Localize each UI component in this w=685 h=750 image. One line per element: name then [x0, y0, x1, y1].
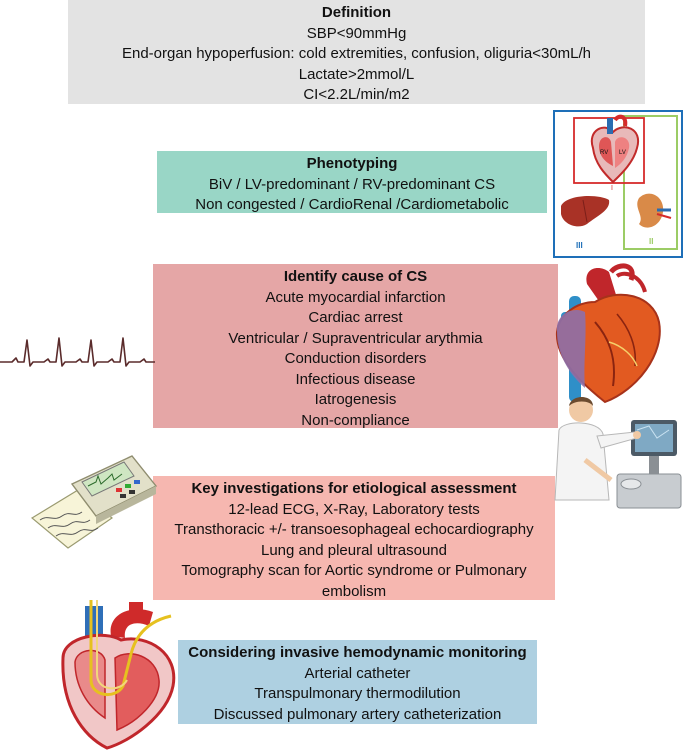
- monitoring-box: Considering invasive hemodynamic monitor…: [178, 640, 537, 724]
- cause-box: Identify cause of CS Acute myocardial in…: [153, 264, 558, 429]
- heart-cross-section-icon: RV LV: [590, 114, 640, 184]
- investigations-title: Key investigations for etiological asses…: [191, 480, 517, 497]
- panel-label-iii: III: [576, 241, 583, 250]
- monitoring-line: Transpulmonary thermodilution: [254, 685, 461, 702]
- investigations-box: Key investigations for etiological asses…: [153, 476, 555, 600]
- investigations-line: Lung and pleural ultrasound: [261, 541, 447, 559]
- heart-3d-icon: [555, 263, 661, 404]
- monitoring-line: Arterial catheter: [304, 664, 411, 682]
- cause-line: Non-compliance: [301, 411, 410, 429]
- ecg-machine-icon: [30, 455, 158, 549]
- lv-label: LV: [619, 150, 626, 156]
- definition-line: SBP<90mmHg: [306, 24, 407, 42]
- clinician-monitor-icon: [554, 397, 682, 509]
- cause-title: Identify cause of CS: [283, 268, 428, 285]
- kidney-icon: [637, 193, 672, 228]
- phenotyping-line: Non congested / CardioRenal /Cardiometab…: [195, 196, 509, 213]
- cause-line: Iatrogenesis: [314, 391, 397, 408]
- liver-icon: [561, 196, 610, 227]
- cause-line: Cardiac arrest: [308, 309, 403, 326]
- phenotyping-box: Phenotyping BiV / LV-predominant / RV-pr…: [157, 151, 547, 213]
- panel-label-ii: II: [649, 237, 653, 246]
- investigations-line: 12-lead ECG, X-Ray, Laboratory tests: [228, 500, 480, 518]
- phenotyping-title: Phenotyping: [306, 155, 398, 172]
- definition-line: End-organ hypoperfusion: cold extremitie…: [121, 45, 592, 62]
- definition-title: Definition: [321, 4, 392, 21]
- cause-line: Conduction disorders: [284, 350, 427, 367]
- monitoring-line: Discussed pulmonary artery catheterizati…: [213, 705, 502, 723]
- investigations-line: Transthoracic +/- transoesophageal echoc…: [174, 521, 534, 538]
- panel-label-i: I: [611, 185, 613, 192]
- rv-label: RV: [600, 150, 608, 156]
- ecg-trace-icon: [0, 337, 155, 367]
- definition-box: Definition SBP<90mmHg End-organ hypoperf…: [68, 0, 645, 104]
- definition-line: Lactate>2mmol/L: [298, 65, 415, 83]
- investigations-line: Tomography scan for Aortic syndrome or P…: [181, 562, 527, 600]
- cause-line: Infectious disease: [295, 370, 416, 388]
- phenotype-organ-panel: RV LV I III II: [553, 110, 683, 258]
- monitoring-title: Considering invasive hemodynamic monitor…: [188, 644, 527, 661]
- phenotyping-line: BiV / LV-predominant / RV-predominant CS: [208, 175, 496, 193]
- cause-line: Ventricular / Supraventricular arythmia: [228, 329, 483, 347]
- catheter-heart-icon: [61, 600, 176, 750]
- definition-line: CI<2.2L/min/m2: [303, 86, 410, 103]
- cause-line: Acute myocardial infarction: [265, 288, 446, 306]
